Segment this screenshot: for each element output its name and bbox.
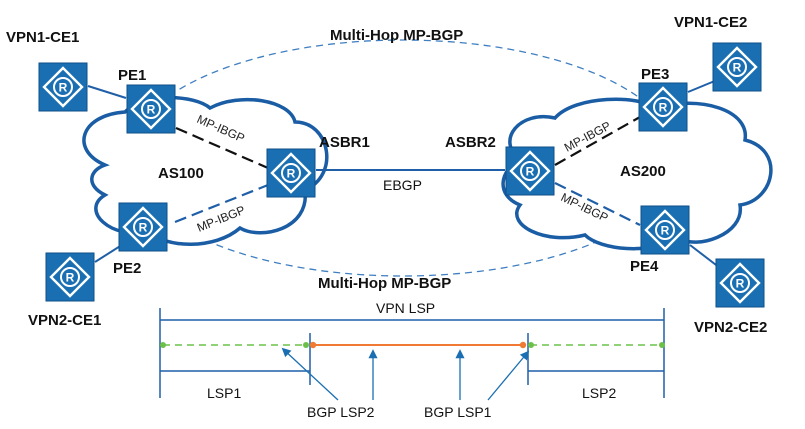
label-as100: AS100 — [158, 165, 204, 182]
router-pe4 — [640, 205, 690, 255]
link-pe2-asbr1 — [174, 183, 269, 224]
link-asbr2-pe3 — [554, 116, 641, 166]
router-vpn2-ce2 — [715, 258, 765, 308]
link-pe4-vpn2ce2 — [689, 244, 721, 269]
lsp-point-4 — [519, 341, 527, 349]
label-vpn1-ce1: VPN1-CE1 — [6, 29, 79, 46]
router-pe1 — [126, 84, 176, 134]
lsp-point-1 — [160, 342, 166, 348]
label-asbr1: ASBR1 — [319, 134, 370, 151]
router-vpn2-ce1 — [45, 252, 95, 302]
label-pe2: PE2 — [113, 260, 141, 277]
router-pe2 — [118, 202, 168, 252]
router-asbr1 — [266, 148, 316, 198]
label-lsp2: LSP2 — [582, 385, 616, 401]
arrow-bgp-lsp2-a — [281, 347, 339, 401]
link-asbr2-pe4 — [554, 182, 641, 226]
lsp-point-2 — [303, 342, 309, 348]
router-vpn1-ce2 — [712, 42, 762, 92]
router-asbr2 — [505, 146, 555, 196]
label-vpn-lsp: VPN LSP — [376, 300, 435, 316]
router-pe3 — [638, 82, 688, 132]
label-bgp-lsp1: BGP LSP1 — [424, 404, 492, 420]
label-asbr2: ASBR2 — [445, 134, 496, 151]
label-vpn1-ce2: VPN1-CE2 — [674, 14, 747, 31]
label-lsp1: LSP1 — [207, 385, 241, 401]
router-vpn1-ce1 — [38, 62, 88, 112]
title-top-multihop: Multi-Hop MP-BGP — [330, 27, 463, 44]
label-pe3: PE3 — [641, 66, 669, 83]
as200-cloud — [501, 97, 773, 251]
label-pe4: PE4 — [630, 258, 659, 275]
label-ebgp: EBGP — [383, 177, 422, 193]
label-pe1: PE1 — [118, 67, 146, 84]
label-vpn2-ce2: VPN2-CE2 — [694, 319, 767, 336]
label-vpn2-ce1: VPN2-CE1 — [28, 312, 101, 329]
link-vpn1ce1-pe1 — [87, 85, 127, 99]
label-bgp-lsp2: BGP LSP2 — [307, 404, 375, 420]
lsp-point-5 — [528, 342, 534, 348]
lsp-point-6 — [659, 342, 665, 348]
lsp-point-3 — [309, 341, 317, 349]
title-bottom-multihop: Multi-Hop MP-BGP — [318, 275, 451, 292]
link-pe1-asbr1 — [175, 126, 269, 170]
arrow-bgp-lsp1-b — [487, 350, 530, 401]
label-as200: AS200 — [620, 163, 666, 180]
